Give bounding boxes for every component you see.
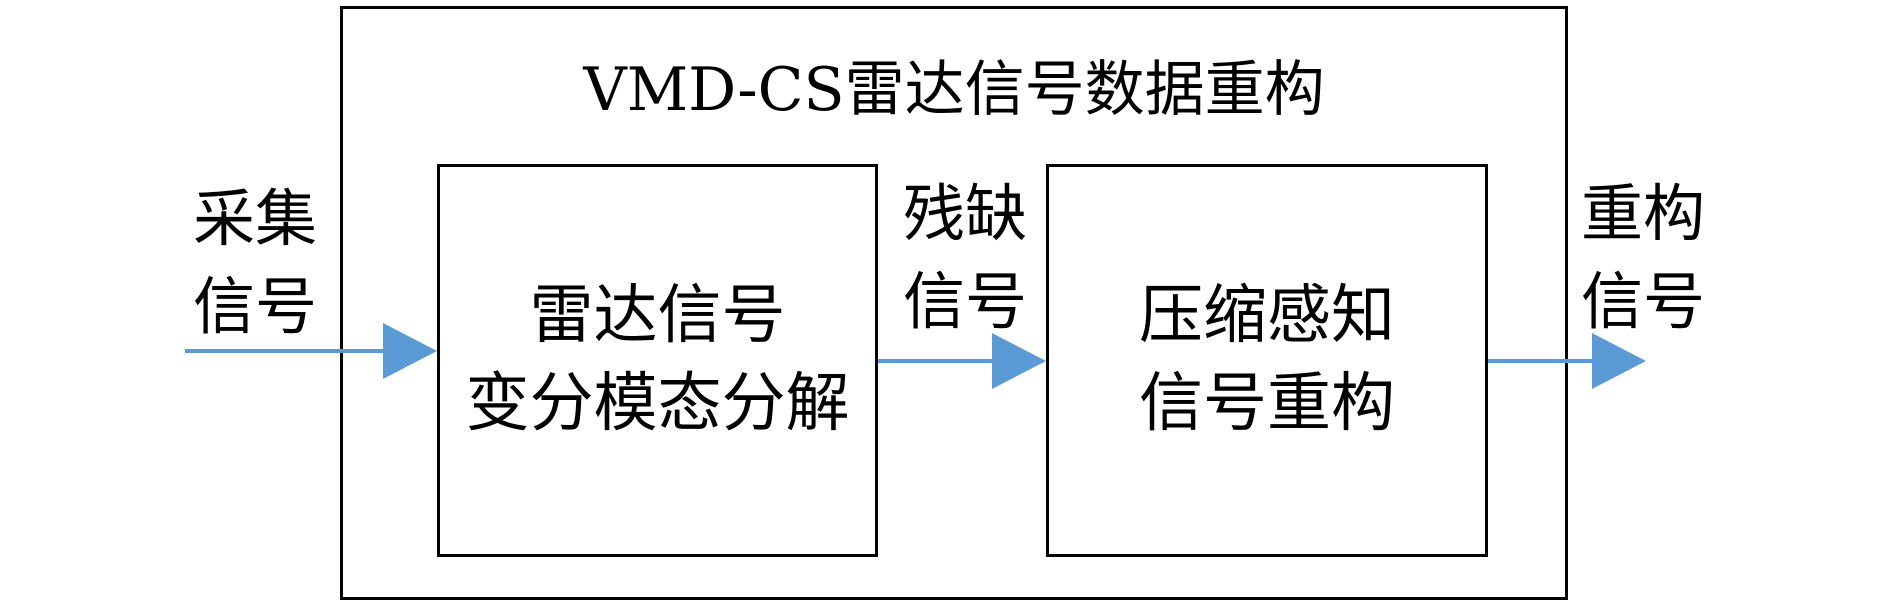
diagram-title: VMD-CS雷达信号数据重构: [583, 55, 1325, 125]
vmd-block-line-2: 变分模态分解: [465, 367, 850, 441]
vmd-block-text: 雷达信号 变分模态分解: [437, 272, 878, 448]
outer-frame: [340, 6, 1568, 600]
vmd-block-line-1: 雷达信号: [529, 279, 786, 353]
input-label-line-1: 采集: [192, 182, 317, 255]
reconstructed-signal-label: 重构 信号: [1568, 170, 1718, 346]
cs-block-text: 压缩感知 信号重构: [1046, 272, 1488, 448]
mid-label-line-1: 残缺: [902, 177, 1027, 250]
cs-block: [1046, 164, 1488, 557]
output-label-line-1: 重构: [1580, 177, 1705, 250]
mid-label-line-2: 信号: [902, 265, 1027, 338]
cs-block-line-1: 压缩感知: [1139, 279, 1395, 353]
incomplete-signal-label: 残缺 信号: [890, 170, 1040, 346]
input-label-line-2: 信号: [192, 270, 317, 343]
cs-block-line-2: 信号重构: [1139, 367, 1395, 441]
output-label-line-2: 信号: [1580, 265, 1705, 338]
input-signal-label: 采集 信号: [180, 175, 330, 351]
vmd-block: [437, 164, 878, 557]
